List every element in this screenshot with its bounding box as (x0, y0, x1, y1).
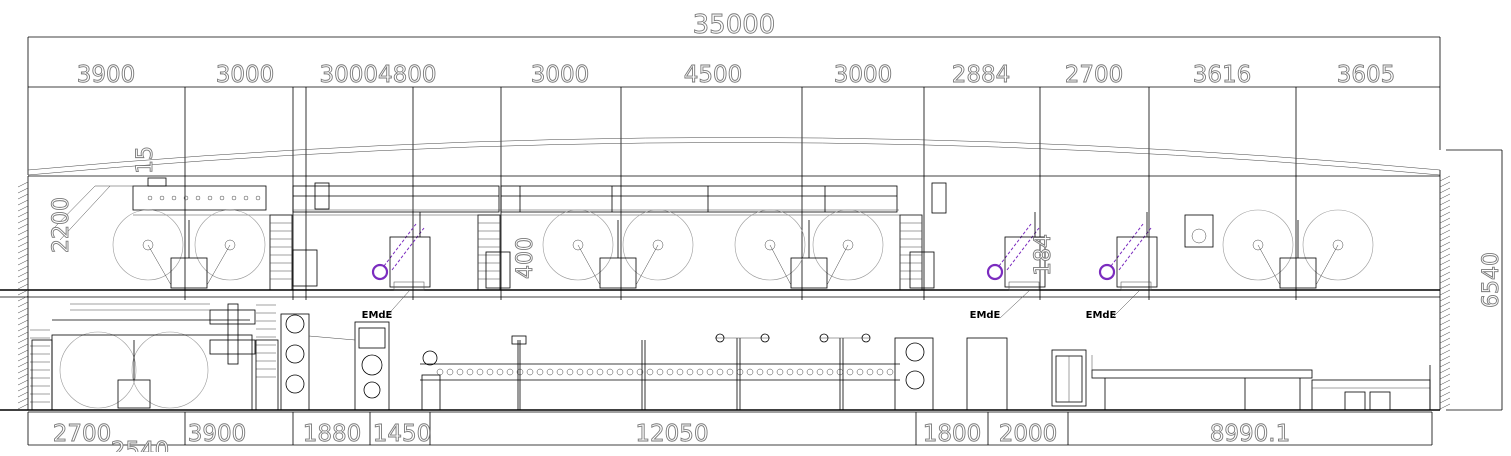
dim-bottom-3: 1450 (373, 421, 432, 447)
leader-lines (384, 289, 1141, 319)
dim-bottom-7: 8990.1 (1210, 421, 1290, 447)
reel-stand (117, 379, 151, 409)
dim-bottom-1: 3900 (188, 421, 247, 447)
splicer-head (1098, 263, 1116, 281)
dim-overall-width: 35000 (693, 10, 776, 40)
preheater (909, 251, 935, 289)
preheater (485, 251, 511, 289)
paper-roll (194, 209, 266, 281)
dim-top-5: 3000 (834, 62, 893, 88)
splicer-head (986, 263, 1004, 281)
upper-reel-stands (59, 209, 1374, 409)
reel-stand (790, 257, 828, 289)
dim-small-0: 2200 (49, 197, 74, 253)
dim-bottom-2: 1880 (303, 421, 362, 447)
splicer-head (371, 263, 389, 281)
dim-top-2: 30004800 (319, 62, 436, 88)
paper-roll (812, 209, 884, 281)
paper-roll (1302, 209, 1374, 281)
lower-level-equipment (31, 303, 1431, 411)
paper-roll (622, 209, 694, 281)
dim-small-1: 400 (513, 237, 538, 279)
upper-gantry (30, 177, 947, 403)
paper-roll (112, 209, 184, 281)
paper-roll (734, 209, 806, 281)
reel-stand (1279, 257, 1317, 289)
dim-bottom-6: 2000 (999, 421, 1058, 447)
preheater (292, 249, 318, 287)
unit-tag-0: EMdE (362, 310, 393, 321)
roof-arch (27, 137, 1441, 176)
dim-top-1: 3000 (216, 62, 275, 88)
splicer-frame (1116, 236, 1158, 288)
floor-lines (0, 170, 1451, 411)
dim-bottom-4: 12050 (635, 421, 708, 447)
splicer-frame (1004, 236, 1046, 288)
splicer-units (371, 212, 1158, 291)
dim-small-3: 15 (133, 146, 158, 174)
unit-tag-2: EMdE (1086, 310, 1117, 321)
dim-top-0: 3900 (77, 62, 136, 88)
paper-roll (542, 209, 614, 281)
glue-unit (1184, 214, 1214, 248)
dim-bottom-sub: 2540 (111, 438, 170, 452)
dim-small-2: 184 (1031, 234, 1056, 276)
reel-stand (599, 257, 637, 289)
dim-top-3: 3000 (531, 62, 590, 88)
paper-roll (131, 331, 209, 409)
dim-top-9: 3605 (1337, 62, 1396, 88)
dim-top-7: 2700 (1065, 62, 1124, 88)
dim-top-8: 3616 (1193, 62, 1252, 88)
paper-roll (59, 331, 137, 409)
dim-bottom-5: 1800 (923, 421, 982, 447)
dim-overall-height: 6540 (1479, 252, 1504, 308)
reel-stand (170, 257, 208, 289)
paper-roll (1222, 209, 1294, 281)
dim-top-6: 2884 (952, 62, 1011, 88)
unit-tag-1: EMdE (970, 310, 1001, 321)
dim-top-4: 4500 (684, 62, 743, 88)
splicer-frame (389, 236, 431, 288)
dim-bottom-0: 2700 (53, 421, 112, 447)
dimension-frame (27, 36, 1503, 446)
